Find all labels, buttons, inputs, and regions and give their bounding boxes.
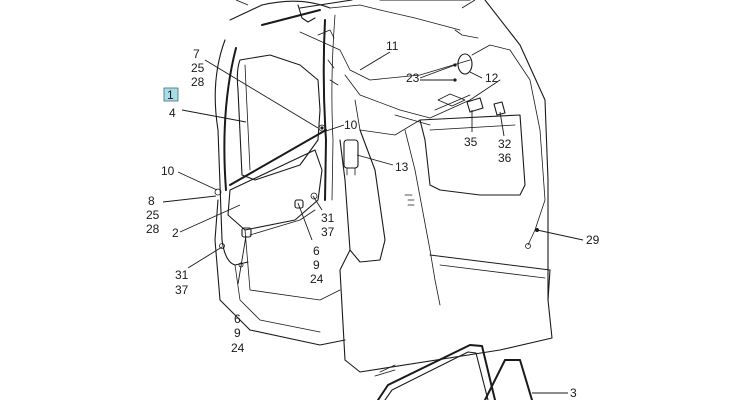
callout-6: 6 <box>234 312 241 326</box>
callout-25: 25 <box>191 61 205 75</box>
callout-8: 8 <box>148 194 155 208</box>
callout-9: 9 <box>313 258 320 272</box>
callout-4: 4 <box>169 106 176 120</box>
callout-11: 11 <box>386 39 399 53</box>
callout-10: 10 <box>161 164 175 178</box>
callout-10: 10 <box>344 118 358 132</box>
callout-3: 3 <box>570 386 577 400</box>
leader-lines <box>162 0 584 394</box>
callout-31: 31 <box>321 211 335 225</box>
callout-28: 28 <box>191 75 205 89</box>
callout-9: 9 <box>234 326 241 340</box>
callout-24: 24 <box>310 272 324 286</box>
callout-32: 32 <box>498 137 512 151</box>
callout-35: 35 <box>464 135 478 149</box>
callout-2: 2 <box>172 226 179 240</box>
callout-7: 7 <box>193 47 200 61</box>
callout-37: 37 <box>321 225 335 239</box>
callout-28: 28 <box>146 222 160 236</box>
callout-12: 12 <box>485 71 499 85</box>
callout-36: 36 <box>498 151 512 165</box>
callout-29: 29 <box>586 233 600 247</box>
callout-24: 24 <box>231 341 245 355</box>
callout-23: 23 <box>406 71 420 85</box>
callout-1: 1 <box>167 88 174 102</box>
highlight-box <box>163 87 179 102</box>
callout-labels: 7 25 28 1 4 10 8 25 28 2 31 37 6 9 24 31… <box>146 39 600 400</box>
callout-6: 6 <box>313 244 320 258</box>
callout-13: 13 <box>395 160 409 174</box>
cab-body <box>214 0 553 400</box>
callout-37: 37 <box>175 283 189 297</box>
callout-25: 25 <box>146 208 160 222</box>
callout-31: 31 <box>175 268 189 282</box>
leader-dots <box>320 63 539 232</box>
